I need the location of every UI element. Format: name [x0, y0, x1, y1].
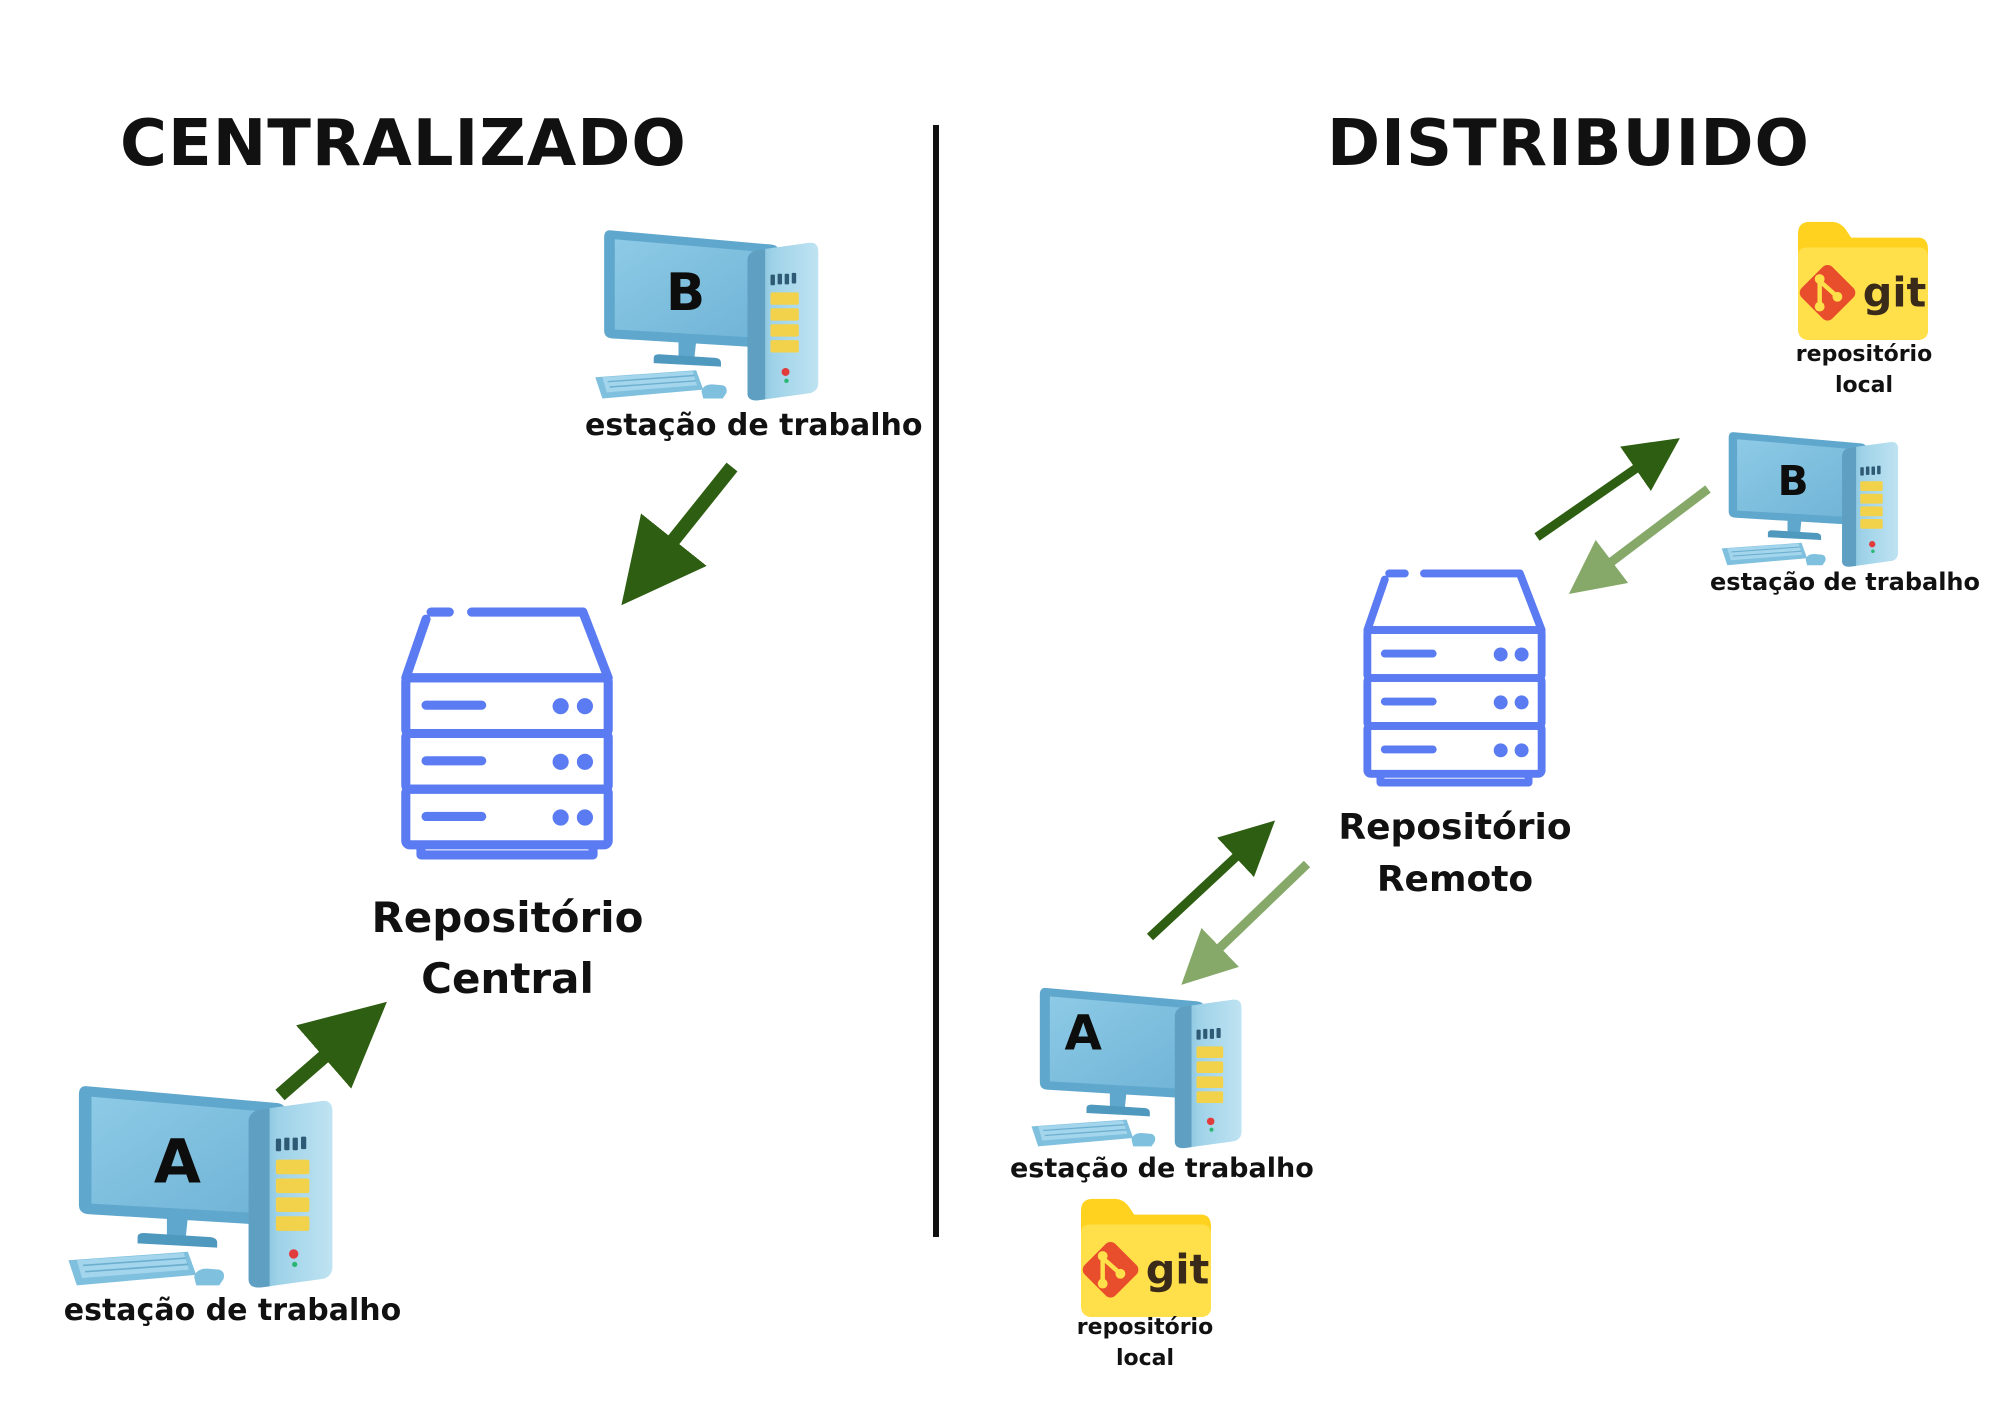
remote-repository-label: Repositório Remoto	[1300, 802, 1610, 906]
workstation-b-letter: B	[1778, 457, 1809, 505]
workstation-b-caption: estação de trabalho	[585, 408, 923, 443]
local-repo-a-line2: local	[1115, 1345, 1175, 1371]
central-repository-line1: Repositório	[371, 893, 644, 942]
git-badge-text: git	[1863, 269, 1927, 317]
desktop-computer-icon: B	[590, 225, 882, 411]
local-repo-a-line1: repositório	[1076, 1315, 1214, 1340]
heading-centralizado: CENTRALIZADO	[120, 107, 687, 181]
git-badge-text: git	[1146, 1246, 1210, 1294]
central-repository-line2: Central	[421, 953, 594, 1003]
section-divider	[933, 125, 939, 1237]
workstation-b-letter: B	[666, 263, 705, 323]
workstation-b-caption: estação de trabalho	[1710, 568, 1980, 596]
desktop-computer-icon: A	[1026, 983, 1302, 1158]
desktop-computer-icon: B	[1717, 428, 1949, 575]
local-repo-a-label: repositório local	[1050, 1313, 1240, 1375]
remote-repository-line2: Remoto	[1376, 859, 1534, 901]
workstation-a-letter: A	[154, 1128, 201, 1198]
remote-repository-line1: Repositório	[1338, 807, 1572, 848]
workstation-a-caption: estação de trabalho	[1010, 1153, 1314, 1184]
git-folder-icon: git	[1072, 1193, 1220, 1321]
workstation-a-letter: A	[1064, 1006, 1102, 1062]
desktop-computer-icon: A	[62, 1080, 408, 1300]
git-folder-icon: git	[1789, 216, 1937, 344]
heading-distribuido: DISTRIBUIDO	[1327, 107, 1810, 181]
local-repo-b-line1: repositório	[1795, 342, 1933, 367]
central-repository-label: Repositório Central	[330, 888, 685, 1010]
local-repo-b-line2: local	[1834, 372, 1894, 398]
local-repo-b-label: repositório local	[1769, 340, 1959, 402]
workstation-a-caption: estação de trabalho	[63, 1293, 402, 1328]
